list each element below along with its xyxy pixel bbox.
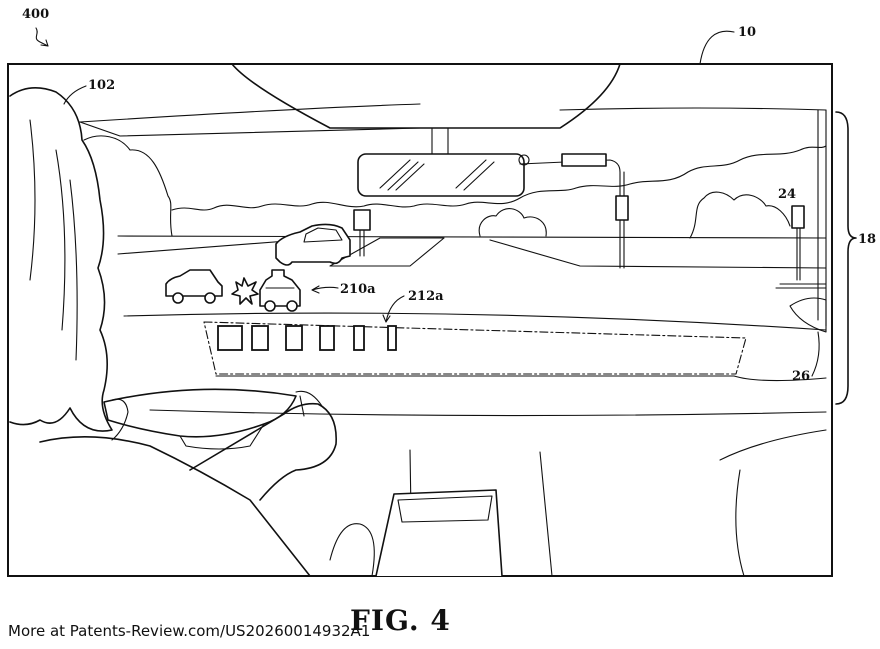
label-212a: 212a (408, 289, 444, 304)
label-26: 26 (792, 369, 810, 384)
console-divider-right (539, 451, 553, 577)
leader-210a (311, 285, 339, 294)
traffic-light-arm (519, 159, 625, 269)
road-edge-right (489, 239, 827, 269)
driver-arm (189, 402, 337, 501)
crosswalk (329, 237, 445, 267)
collision-burst-icon (231, 277, 259, 305)
alert-car-left (165, 269, 223, 297)
leader-212a (382, 295, 405, 323)
traffic-light-small (615, 195, 629, 221)
label-102: 102 (88, 78, 115, 93)
horizon-line (117, 235, 827, 239)
label-400: 400 (22, 7, 49, 22)
a-pillar-right (817, 109, 827, 327)
leader-26 (811, 331, 820, 377)
hud-alert-icon-group (165, 269, 301, 312)
hud-bar (387, 325, 397, 351)
tree-line (171, 145, 827, 211)
road-edge-left (117, 239, 301, 255)
hud-bar (217, 325, 243, 351)
alert-car-left-wheel-a (172, 292, 184, 304)
alert-car-right-wheel-b (286, 300, 298, 312)
headliner (231, 63, 621, 129)
driver-hand-right (295, 390, 323, 417)
label-10: 10 (738, 25, 756, 40)
driver-shoulder (39, 436, 311, 577)
gear-shifter-base (375, 489, 503, 577)
dashboard-lower (215, 375, 827, 382)
traffic-sign-24 (791, 205, 805, 229)
source-watermark: More at Patents-Review.com/US20260014932… (8, 622, 371, 640)
mirror-glare (379, 159, 495, 191)
hud-bar (285, 325, 303, 351)
car-ahead (275, 223, 351, 266)
road-sign-left-pole (359, 229, 365, 257)
driver-knee (329, 523, 375, 577)
label-18: 18 (858, 232, 876, 247)
side-mirror (789, 297, 827, 333)
arrow-400 (35, 27, 49, 47)
driver-hand-left (111, 398, 129, 441)
driver-hair (9, 87, 113, 432)
gear-shifter-top (397, 495, 493, 523)
hud-bar (319, 325, 335, 351)
tree-clump-right (689, 191, 791, 239)
alert-car-right-wheel-a (264, 300, 276, 312)
bracket-18 (835, 111, 857, 405)
leader-10 (699, 30, 735, 65)
roof-line-left (79, 103, 421, 123)
label-24: 24 (778, 187, 796, 202)
rearview-mirror (357, 153, 525, 197)
hud-bar-group (217, 325, 397, 351)
dashboard-contour (149, 409, 827, 417)
figure-caption: FIG. 4 (350, 604, 451, 637)
trees-left (83, 135, 173, 237)
a-pillar-left (79, 121, 421, 137)
door-panel-right (719, 429, 827, 577)
traffic-light-head (561, 153, 607, 167)
leader-102 (63, 85, 87, 105)
steering-column (179, 423, 265, 450)
hud-projection-outline (203, 321, 747, 375)
roof-line-right (559, 107, 827, 111)
driver-hair-strands (29, 119, 78, 361)
dashboard-top-edge (123, 312, 827, 331)
tree-clump-mid (478, 208, 547, 237)
mirror-mount (431, 127, 449, 155)
road-sign-left (353, 209, 371, 231)
car-ahead-window (303, 227, 343, 243)
sign-pole (796, 227, 801, 281)
hud-bar (353, 325, 365, 351)
traffic-light-bulb (518, 154, 530, 166)
alert-car-left-wheel-b (204, 292, 216, 304)
hud-bar (251, 325, 269, 351)
label-210a: 210a (340, 282, 376, 297)
